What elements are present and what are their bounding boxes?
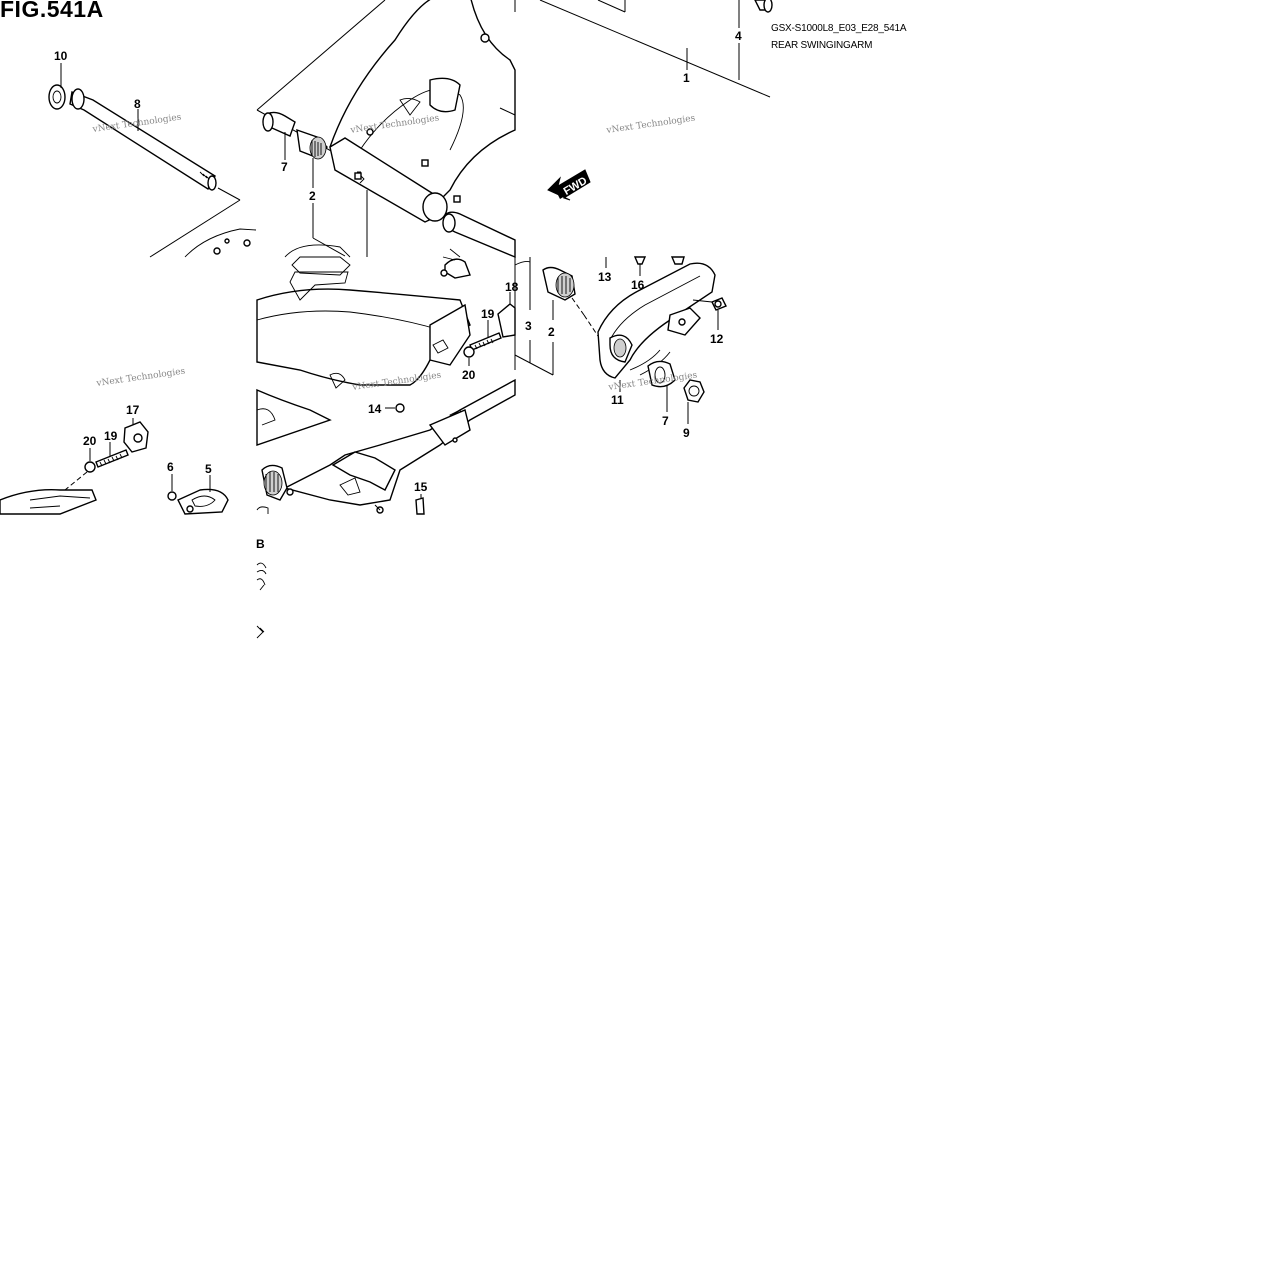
callout-12: 12 [710,332,724,346]
adjuster-nut-20-center [463,346,475,358]
callout-19-center: 19 [481,307,495,321]
pivot-shaft [69,91,216,190]
adjuster-nut-20-left [84,461,96,473]
callout-6: 6 [167,460,174,474]
callout-10: 10 [54,49,68,63]
callout-20-center: 20 [462,368,476,382]
adjuster-bolt-19-center [469,332,502,351]
callout-2-right: 2 [548,325,555,339]
bolt-16 [633,256,647,265]
nut-9 [683,379,705,403]
chain-cover [283,378,516,506]
watermark-3: vNext Technologies [605,114,696,137]
callout-labels: 10 8 7 2 4 1 13 16 12 3 2 18 19 20 11 7 … [54,29,742,551]
collar-7-right [647,360,676,388]
watermark-4: vNext Technologies [95,367,186,390]
swingarm-main-tube [514,0,773,98]
callout-18: 18 [505,280,519,294]
swingarm-center-section [256,248,516,515]
pivot-shaft-assembly [48,63,257,258]
bolt-15 [415,497,425,515]
callout-14: 14 [368,402,382,416]
forward-direction-arrow: FWD [547,169,591,201]
callout-7-top: 7 [281,160,288,174]
callout-20-left: 20 [83,434,97,448]
figure-title: FIG.541A [0,0,104,22]
fwd-label: FWD [562,175,590,198]
callout-11: 11 [611,393,624,407]
callout-15: 15 [414,480,428,494]
figure-section-name: REAR SWINGINGARM [771,40,873,51]
figure-model-code: GSX-S1000L8_E03_E28_541A [771,23,907,34]
chain-guide-plate-5 [177,488,229,515]
swingarm-left-end [0,489,97,515]
callout-13: 13 [598,270,612,284]
bottom-fragments [256,562,267,639]
callout-16: 16 [631,278,645,292]
bolt-6 [167,491,177,501]
callout-9: 9 [683,426,690,440]
callout-B: B [256,537,265,551]
callout-19-left: 19 [104,429,118,443]
callout-17: 17 [126,403,140,417]
pivot-shaft-nut [48,84,66,110]
chain-adjuster-left [0,418,229,515]
callout-7-right: 7 [662,414,669,428]
swingarm-front-section [256,0,516,276]
callout-5: 5 [205,462,212,476]
callout-8: 8 [134,97,141,111]
callout-2-top: 2 [309,189,316,203]
adjuster-block-18 [497,303,516,338]
callout-4: 4 [735,29,742,43]
torque-link-assembly [514,256,727,424]
callout-3: 3 [525,319,532,333]
bolt-14 [395,403,405,413]
callout-1: 1 [683,71,690,85]
